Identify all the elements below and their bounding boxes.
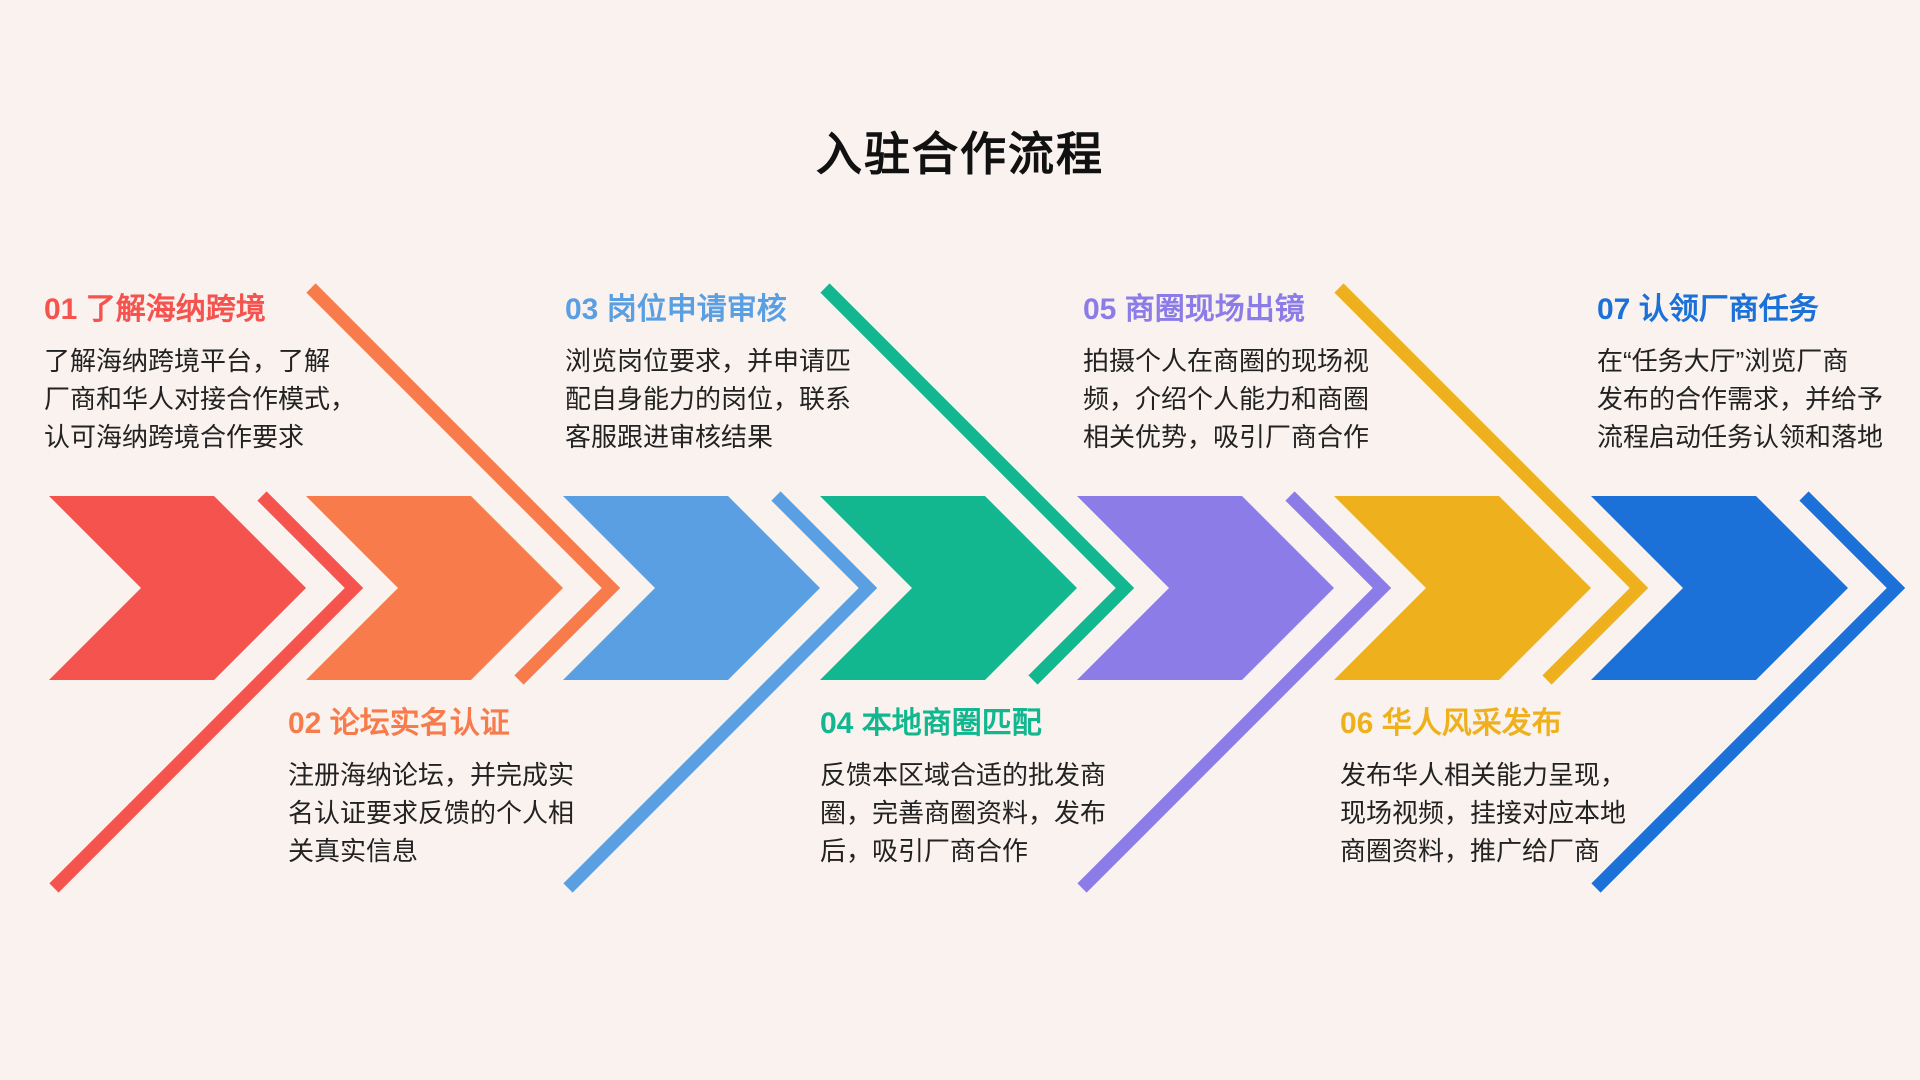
chevron-echo-01 — [49, 491, 364, 893]
step-04-line-2: 圈，完善商圈资料，发布 — [820, 798, 1107, 828]
chevron-echo-07 — [1591, 491, 1906, 893]
step-06-heading: 06 华人风采发布 — [1340, 707, 1562, 740]
step-07-heading: 07 认领厂商任务 — [1597, 293, 1819, 326]
step-02-line-2: 名认证要求反馈的个人相 — [288, 798, 575, 828]
step-02-block: 02 论坛实名认证 注册海纳论坛，并完成实 名认证要求反馈的个人相 关真实信息 — [288, 706, 628, 870]
step-01-line-1: 了解海纳跨境平台，了解 — [44, 346, 331, 376]
step-05-line-3: 相关优势，吸引厂商合作 — [1083, 422, 1370, 452]
step-05-line-1: 拍摄个人在商圈的现场视 — [1083, 346, 1370, 376]
step-03-line-3: 客服跟进审核结果 — [565, 422, 774, 452]
step-06-line-1: 发布华人相关能力呈现， — [1340, 760, 1627, 790]
step-06-line-3: 商圈资料，推广给厂商 — [1340, 836, 1601, 866]
chevron-arrow-07 — [1591, 496, 1848, 680]
step-04-line-1: 反馈本区域合适的批发商 — [820, 760, 1107, 790]
step-07-line-1: 在“任务大厅”浏览厂商 — [1597, 346, 1849, 376]
step-07-line-2: 发布的合作需求，并给予 — [1597, 384, 1884, 414]
step-04-block: 04 本地商圈匹配 反馈本区域合适的批发商 圈，完善商圈资料，发布 后，吸引厂商… — [820, 706, 1160, 870]
step-04-line-3: 后，吸引厂商合作 — [820, 836, 1029, 866]
step-01-line-3: 认可海纳跨境合作要求 — [44, 422, 305, 452]
step-06-block: 06 华人风采发布 发布华人相关能力呈现， 现场视频，挂接对应本地 商圈资料，推… — [1340, 706, 1680, 870]
step-03-block: 03 岗位申请审核 浏览岗位要求，并申请匹 配自身能力的岗位，联系 客服跟进审核… — [565, 292, 905, 456]
chevron-echo-04 — [820, 283, 1135, 685]
chevron-arrow-01 — [49, 496, 306, 680]
step-04-heading: 04 本地商圈匹配 — [820, 707, 1042, 740]
chevron-arrow-03 — [563, 496, 820, 680]
step-02-heading: 02 论坛实名认证 — [288, 707, 510, 740]
chevron-arrow-05 — [1077, 496, 1334, 680]
chevron-arrow-06 — [1334, 496, 1591, 680]
step-05-heading: 05 商圈现场出镜 — [1083, 293, 1305, 326]
step-03-line-2: 配自身能力的岗位，联系 — [565, 384, 852, 414]
chevron-echo-03 — [563, 491, 878, 893]
step-05-line-2: 频，介绍个人能力和商圈 — [1083, 384, 1370, 414]
chevron-echo-05 — [1077, 491, 1392, 893]
step-01-block: 01 了解海纳跨境 了解海纳跨境平台，了解 厂商和华人对接合作模式， 认可海纳跨… — [44, 292, 384, 456]
chevron-arrow-04 — [820, 496, 1077, 680]
chevron-arrow-02 — [306, 496, 563, 680]
step-02-line-1: 注册海纳论坛，并完成实 — [288, 760, 575, 790]
step-01-heading: 01 了解海纳跨境 — [44, 293, 266, 326]
step-03-heading: 03 岗位申请审核 — [565, 293, 787, 326]
step-07-line-3: 流程启动任务认领和落地 — [1597, 422, 1884, 452]
step-02-line-3: 关真实信息 — [288, 836, 419, 866]
chevron-echo-02 — [306, 283, 621, 685]
step-05-block: 05 商圈现场出镜 拍摄个人在商圈的现场视 频，介绍个人能力和商圈 相关优势，吸… — [1083, 292, 1423, 456]
step-03-line-1: 浏览岗位要求，并申请匹 — [565, 346, 852, 376]
chevron-echo-06 — [1334, 283, 1649, 685]
step-07-block: 07 认领厂商任务 在“任务大厅”浏览厂商 发布的合作需求，并给予 流程启动任务… — [1597, 292, 1920, 456]
step-01-line-2: 厂商和华人对接合作模式， — [44, 384, 357, 414]
page-title: 入驻合作流程 — [816, 128, 1104, 180]
step-06-line-2: 现场视频，挂接对应本地 — [1340, 798, 1627, 828]
